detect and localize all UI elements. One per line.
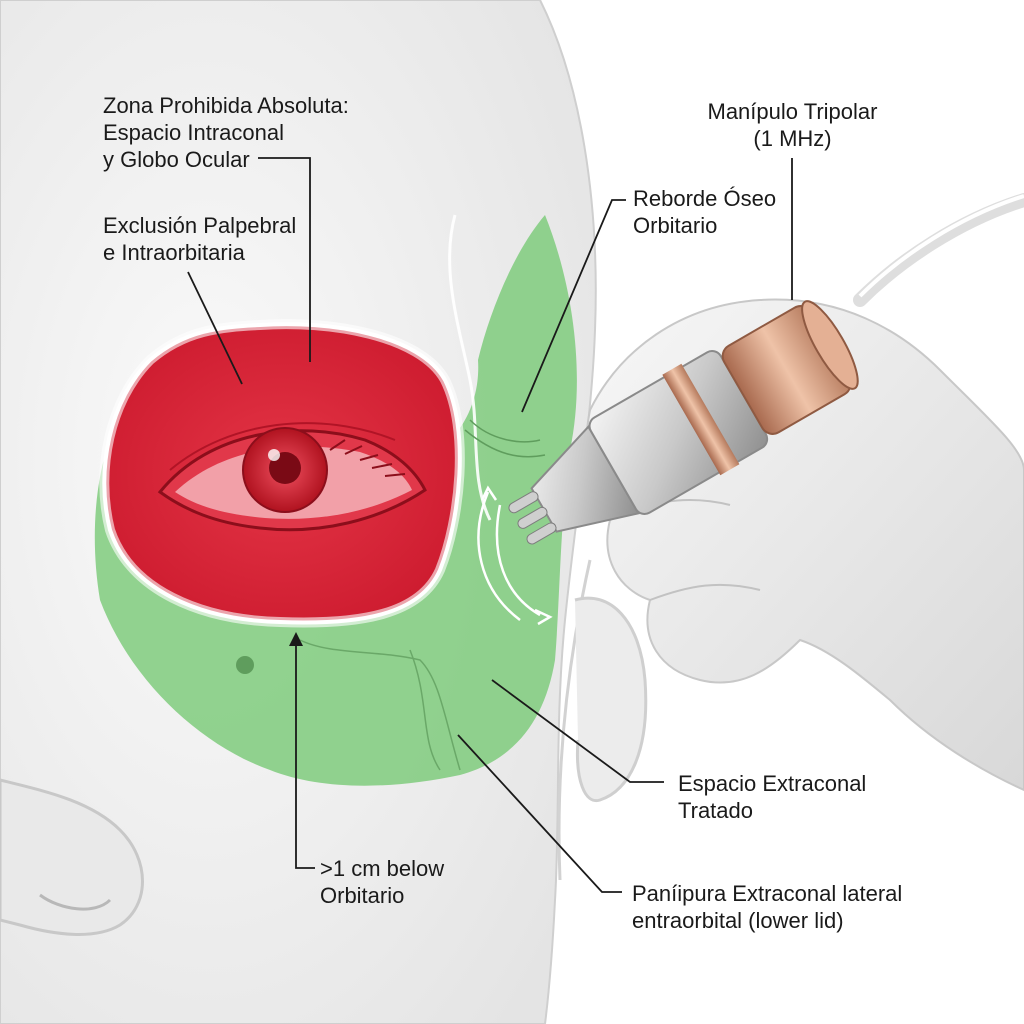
copper-ring — [662, 363, 740, 476]
label-line: Orbitario — [320, 883, 405, 908]
leader-panipura — [457, 734, 622, 893]
label-line: Reborde Óseo — [633, 186, 777, 211]
label-line: Espacio Extraconal — [678, 771, 867, 796]
ear — [574, 596, 648, 803]
orbital-rim-fold — [464, 429, 546, 458]
label-line: Zona Prohibida Absoluta: — [103, 93, 349, 118]
glove-finger-line — [649, 583, 761, 601]
leader-below — [295, 640, 315, 869]
leader-zona-prohibida — [258, 157, 311, 362]
cable-highlight — [858, 194, 1024, 298]
motion-arrow — [477, 491, 521, 621]
eye-highlight — [268, 449, 280, 461]
bone-fissure — [409, 649, 441, 771]
leader-below-arrowhead — [289, 632, 303, 646]
label-line: Orbitario — [633, 213, 718, 238]
label-espacio-tratado: Espacio Extraconal Tratado — [678, 770, 866, 824]
leader-lines — [187, 157, 793, 893]
orbital-rim — [448, 214, 492, 521]
leader-exclusion — [187, 271, 243, 385]
tripolar-handpiece — [508, 300, 859, 545]
cable — [853, 193, 1024, 307]
label-line: Exclusión Palpebral — [103, 213, 297, 238]
upper-crease — [169, 422, 396, 471]
electrode — [508, 491, 539, 514]
foramen — [236, 656, 254, 674]
label-line: >1 cm below — [320, 856, 445, 881]
label-manipulo: Manípulo Tripolar (1 MHz) — [690, 98, 895, 152]
label-line: Espacio Intraconal — [103, 120, 284, 145]
cap-end — [801, 300, 859, 390]
leader-espacio-tratado — [491, 679, 664, 783]
cheek-contour — [557, 559, 592, 881]
handpiece-tip — [530, 425, 640, 533]
electrode — [526, 522, 557, 545]
motion-arrow-head — [480, 485, 498, 501]
label-line: e Intraorbitaria — [103, 240, 245, 265]
label-line: entraorbital (lower lid) — [632, 908, 844, 933]
label-line: Paníipura Extraconal lateral — [632, 881, 903, 906]
label-zona-prohibida: Zona Prohibida Absoluta: Espacio Intraco… — [103, 92, 349, 173]
bone-fissure — [299, 639, 461, 771]
orbital-rim-fold — [469, 419, 541, 443]
label-line: Manípulo Tripolar — [707, 99, 878, 124]
eyelashes — [329, 439, 406, 477]
label-line: Tratado — [678, 798, 754, 823]
forbidden-zone-glow — [99, 319, 465, 628]
motion-arrow — [495, 504, 541, 617]
label-panipura: Paníipura Extraconal lateral entraorbita… — [632, 880, 902, 934]
motion-arrow-head — [534, 608, 553, 626]
leader-reborde — [521, 199, 626, 413]
nose — [0, 778, 144, 936]
electrode — [517, 506, 548, 529]
label-below: >1 cm below Orbitario — [320, 855, 444, 909]
label-exclusion: Exclusión Palpebral e Intraorbitaria — [103, 212, 296, 266]
nostril — [39, 893, 112, 911]
label-reborde: Reborde Óseo Orbitario — [633, 185, 776, 239]
label-line: (1 MHz) — [753, 126, 832, 151]
label-line: y Globo Ocular — [103, 147, 250, 172]
